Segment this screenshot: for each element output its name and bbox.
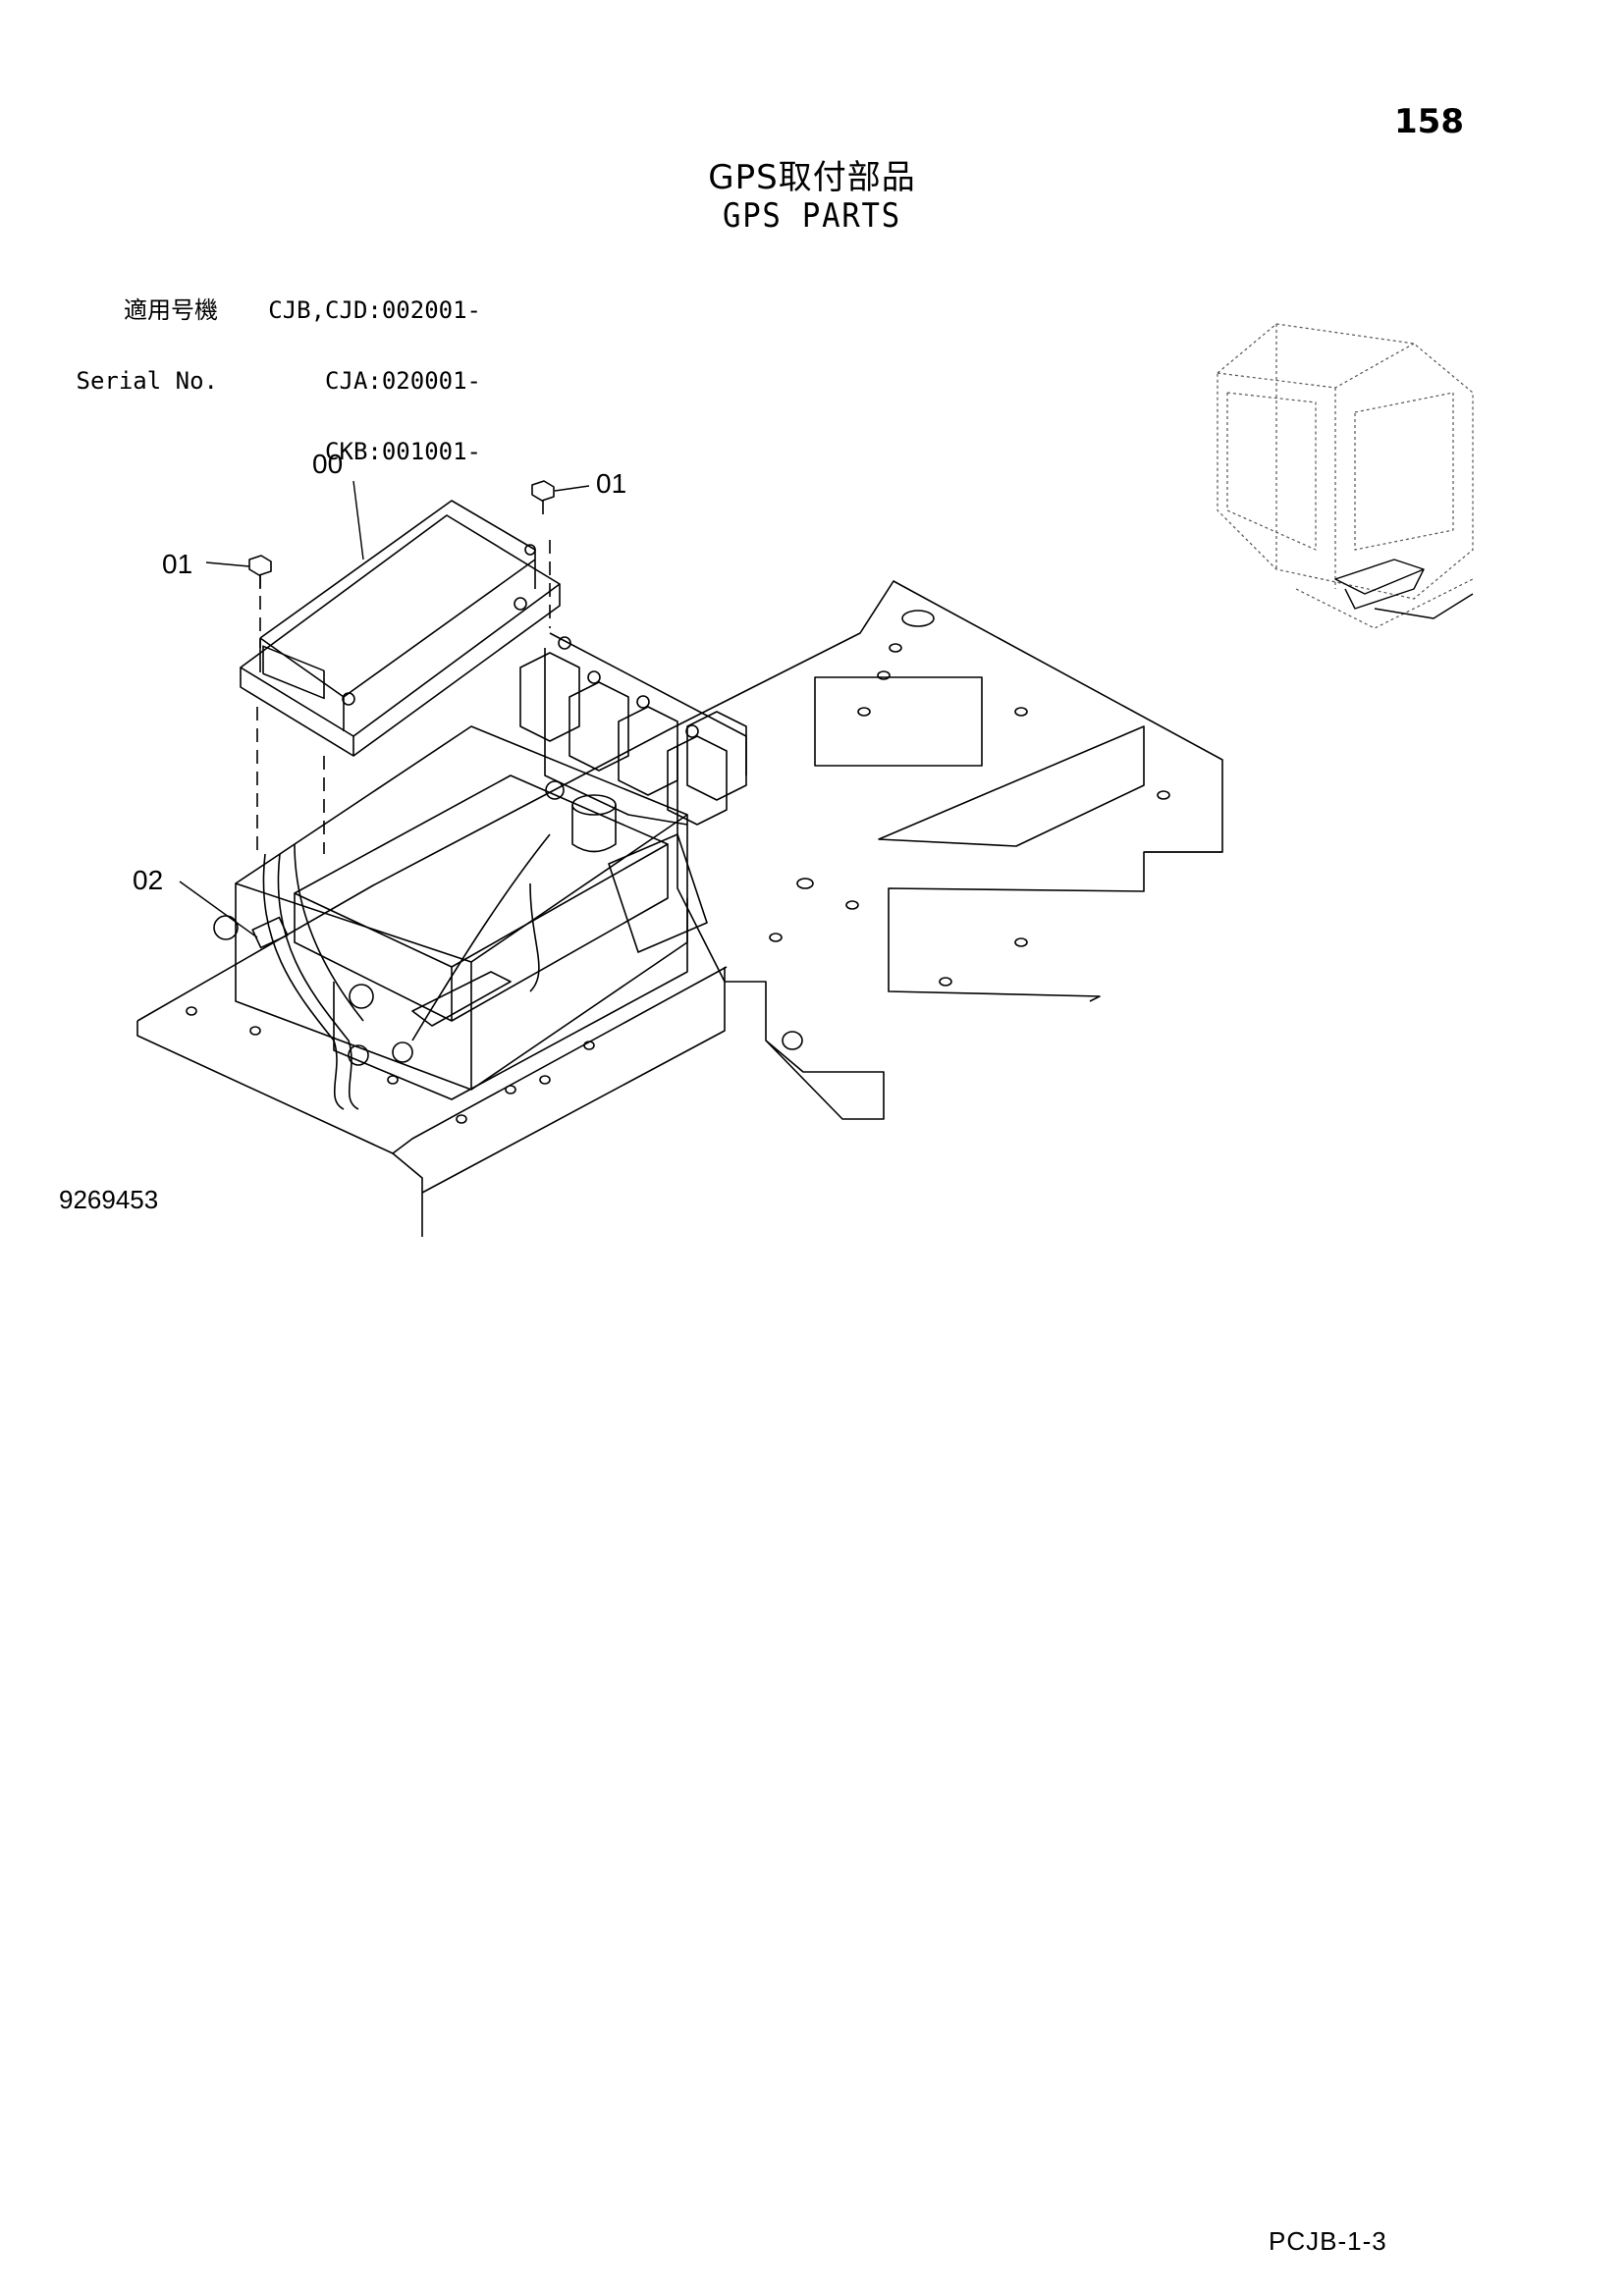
relay-row — [519, 632, 747, 826]
bolt — [531, 480, 555, 514]
serial-range: CKB:001001- — [325, 438, 481, 465]
gps-unit — [240, 500, 561, 757]
alignment-lines — [256, 540, 551, 854]
callout-00: 00 — [312, 449, 343, 479]
wire-harness — [213, 833, 551, 1110]
serial-number-block: 適用号機 CJB,CJD:002001- Serial No. CJA:0200… — [59, 251, 482, 487]
parts-diagram: 00 01 01 02 — [133, 323, 1474, 1237]
page-code: PCJB-1-3 — [1269, 2226, 1387, 2256]
callout-leaders — [179, 480, 590, 938]
callout-02: 02 — [133, 865, 163, 895]
page-number: 158 — [1394, 102, 1464, 141]
serial-label-japanese: 適用号機 — [124, 296, 218, 324]
cab-location-inset — [1217, 323, 1474, 629]
callout-01: 01 — [596, 468, 626, 499]
callout-01: 01 — [162, 549, 192, 579]
controller-unit — [294, 774, 688, 1100]
mounting-plate — [136, 580, 1223, 1237]
serial-range: CJA:020001- — [325, 367, 481, 395]
serial-range: CJB,CJD:002001- — [268, 296, 481, 324]
serial-label-english: Serial No. — [76, 367, 219, 395]
page-title-english: GPS PARTS — [722, 196, 901, 236]
bolt — [248, 555, 272, 589]
cab-inset-highlight — [1334, 559, 1474, 619]
motor-unit — [545, 780, 708, 953]
page-title-japanese: GPS取付部品 — [708, 158, 916, 197]
drawing-number: 9269453 — [59, 1185, 159, 1214]
